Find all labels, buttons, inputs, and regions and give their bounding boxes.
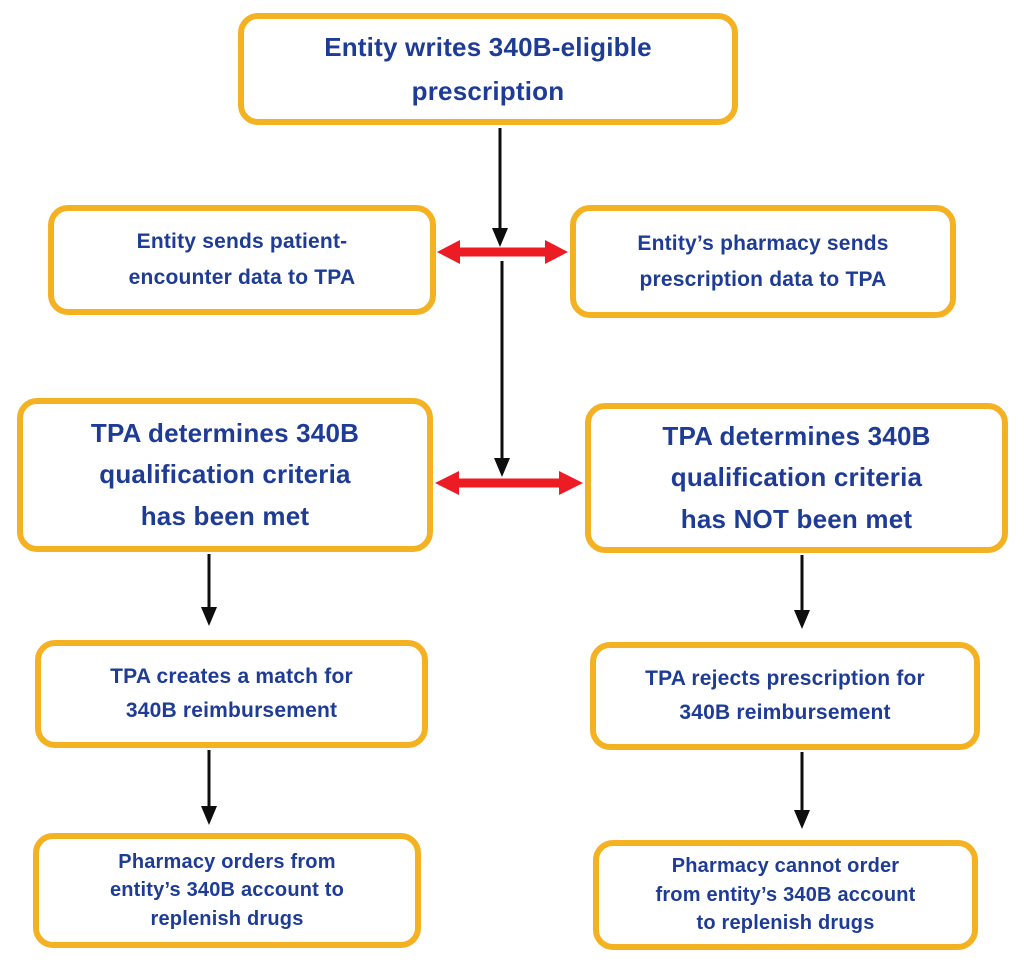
flow-arrow-match-to-orders	[201, 750, 217, 825]
bidirectional-arrow-row2	[437, 240, 568, 264]
flow-arrow-met-to-match	[201, 554, 217, 626]
bidirectional-arrow-row3	[435, 471, 583, 495]
flow-arrow-reject-to-cannot	[794, 752, 810, 829]
flow-arrow-notmet-to-reject	[794, 555, 810, 629]
node-pharmacy-cannot-order: Pharmacy cannot order from entity’s 340B…	[593, 840, 978, 950]
node-entity-sends-data: Entity sends patient- encounter data to …	[48, 205, 436, 315]
node-rejects-prescription: TPA rejects prescription for 340B reimbu…	[590, 642, 980, 750]
flow-arrow-row2-to-row3	[494, 261, 510, 477]
node-write-prescription: Entity writes 340B-eligible prescription	[238, 13, 738, 125]
node-pharmacy-sends-data: Entity’s pharmacy sends prescription dat…	[570, 205, 956, 318]
node-criteria-not-met: TPA determines 340B qualification criter…	[585, 403, 1008, 553]
node-criteria-met: TPA determines 340B qualification criter…	[17, 398, 433, 552]
node-pharmacy-orders: Pharmacy orders from entity’s 340B accou…	[33, 833, 421, 948]
node-creates-match: TPA creates a match for 340B reimburseme…	[35, 640, 428, 748]
flow-arrow-top-to-row2	[492, 128, 508, 247]
